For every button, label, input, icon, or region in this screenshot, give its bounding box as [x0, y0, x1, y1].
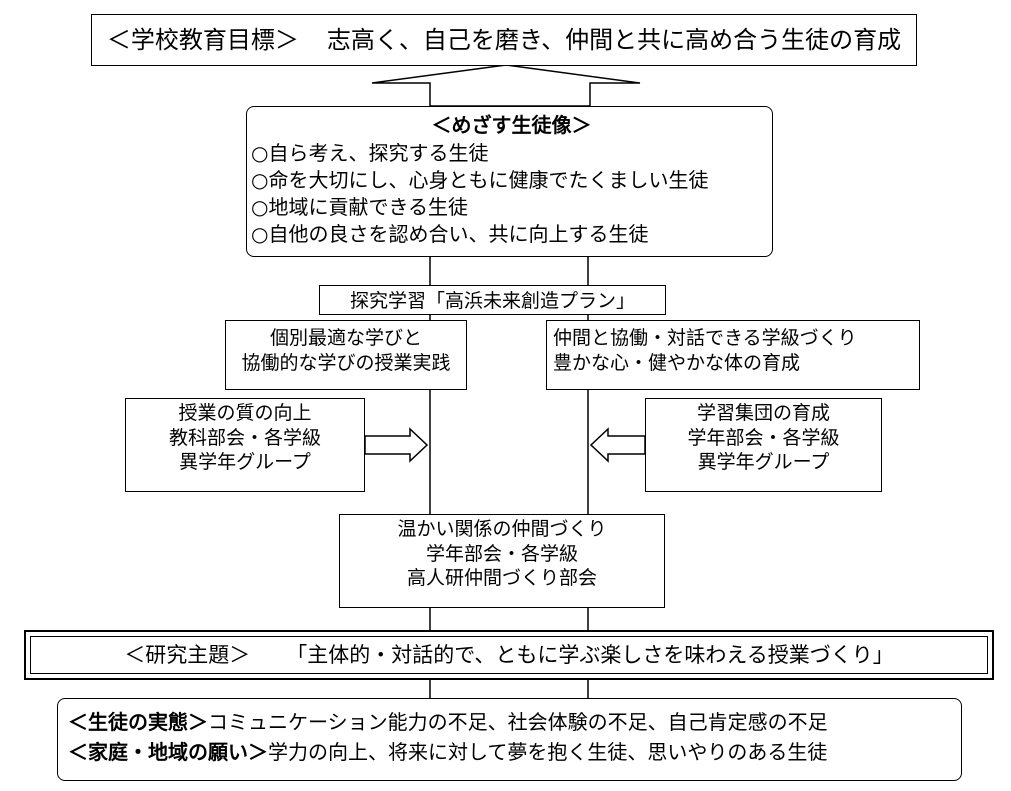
research-theme-heading: ＜研究主題＞: [124, 643, 251, 667]
research-theme-frame: ＜研究主題＞ 「主体的・対話的で、ともに学ぶ楽しさを味わえる授業づくり」: [24, 630, 994, 680]
class-building-line: 仲間と協働・対話できる学級づくり: [553, 327, 857, 349]
students-status-heading: ＜生徒の実態＞: [68, 710, 208, 734]
lesson-practice-line: 個別最適な学びと: [269, 327, 422, 349]
community-wish-text: 学力の向上、将来に対して夢を抱く生徒、思いやりのある生徒: [268, 740, 828, 764]
school-goal-box: ＜学校教育目標＞ 志高く、自己を磨き、仲間と共に高め合う生徒の育成: [91, 14, 917, 66]
right-arrow: [364, 427, 429, 463]
lesson-practice-box: 個別最適な学びと 協働的な学びの授業実践: [225, 320, 467, 390]
learning-group-line: 学習集団の育成: [696, 402, 830, 424]
background-row-students: ＜生徒の実態＞コミュニケーション能力の不足、社会体験の不足、自己肯定感の不足: [68, 707, 961, 737]
learning-group-box: 学習集団の育成 学年部会・各学級 異学年グループ: [645, 398, 882, 492]
lesson-quality-line: 教科部会・各学級: [168, 426, 321, 449]
lesson-quality-box: 授業の質の向上 教科部会・各学級 異学年グループ: [125, 398, 365, 492]
up-arrow: [371, 64, 641, 107]
inquiry-plan-label: 探究学習「高浜未来創造プラン」: [349, 290, 635, 312]
community-wish-heading: ＜家庭・地域の願い＞: [68, 740, 268, 764]
lesson-quality-line: 異学年グループ: [179, 451, 311, 474]
students-status-text: コミュニケーション能力の不足、社会体験の不足、自己肯定感の不足: [208, 710, 828, 734]
research-theme-text: 「主体的・対話的で、ともに学ぶ楽しさを味わえる授業づくり」: [286, 643, 894, 667]
background-box: ＜生徒の実態＞コミュニケーション能力の不足、社会体験の不足、自己肯定感の不足 ＜…: [57, 698, 962, 781]
lesson-practice-line: 協働的な学びの授業実践: [241, 351, 451, 374]
inquiry-plan-box: 探究学習「高浜未来創造プラン」: [319, 285, 666, 315]
peer-building-line: 高人研仲間づくり部会: [406, 567, 597, 590]
class-building-line: 豊かな心・健やかな体の育成: [553, 351, 801, 374]
peer-building-line: 温かい関係の仲間づくり: [397, 518, 607, 540]
school-goal-heading: ＜学校教育目標＞: [106, 26, 299, 54]
ideal-student-box: ＜めざす生徒像＞ ○自ら考え、探究する生徒 ○命を大切にし、心身ともに健康でたく…: [246, 106, 773, 257]
research-theme-box: ＜研究主題＞ 「主体的・対話的で、ともに学ぶ楽しさを味わえる授業づくり」: [30, 636, 988, 674]
school-goal-text: 志高く、自己を磨き、仲間と共に高め合う生徒の育成: [326, 26, 902, 54]
ideal-student-title: ＜めざす生徒像＞: [431, 113, 592, 137]
ideal-student-item: ○自ら考え、探究する生徒: [251, 141, 489, 165]
learning-group-line: 異学年グループ: [697, 451, 830, 474]
lesson-quality-line: 授業の質の向上: [178, 402, 312, 424]
left-arrow: [589, 427, 646, 463]
ideal-student-item: ○命を大切にし、心身ともに健康でたくましい生徒: [251, 168, 709, 192]
peer-building-box: 温かい関係の仲間づくり 学年部会・各学級 高人研仲間づくり部会: [339, 514, 665, 608]
ideal-student-item: ○自他の良さを認め合い、共に向上する生徒: [251, 222, 649, 246]
learning-group-line: 学年部会・各学級: [687, 426, 840, 449]
background-row-community: ＜家庭・地域の願い＞学力の向上、将来に対して夢を抱く生徒、思いやりのある生徒: [68, 737, 961, 767]
ideal-student-item: ○地域に貢献できる生徒: [251, 195, 469, 219]
class-building-box: 仲間と協働・対話できる学級づくり 豊かな心・健やかな体の育成: [546, 320, 920, 390]
peer-building-line: 学年部会・各学級: [425, 542, 578, 565]
